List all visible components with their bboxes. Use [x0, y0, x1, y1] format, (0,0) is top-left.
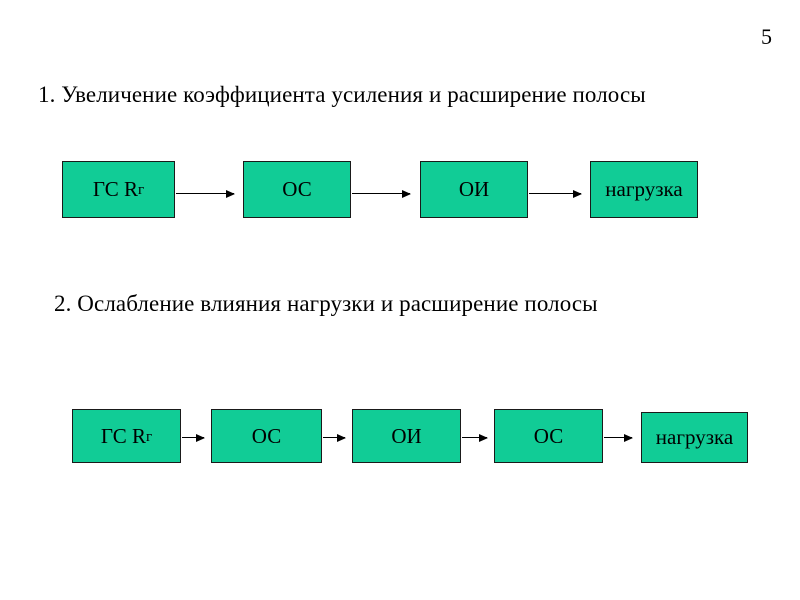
node-row1-oi[interactable]: ОИ	[420, 161, 528, 218]
node-label-subscript: г	[145, 428, 153, 445]
node-row1-os[interactable]: ОС	[243, 161, 351, 218]
node-row2-load[interactable]: нагрузка	[641, 412, 748, 463]
node-label: нагрузка	[655, 425, 734, 449]
arrow-right-icon-row1-1	[176, 189, 235, 198]
node-label: ОС	[251, 423, 282, 448]
arrow-right-icon-row1-3	[529, 189, 582, 198]
arrow-right-icon-row2-4	[604, 433, 633, 442]
node-label: ГС R	[92, 177, 138, 201]
node-row2-os-1[interactable]: ОС	[211, 409, 322, 463]
arrow-right-icon-row1-2	[352, 189, 411, 198]
node-label: ОС	[533, 423, 564, 448]
arrow-right-icon-row2-3	[462, 433, 488, 442]
node-label: ОИ	[458, 177, 490, 201]
node-row2-oi[interactable]: ОИ	[352, 409, 461, 463]
arrow-right-icon-row2-1	[182, 433, 205, 442]
node-label: ОИ	[391, 423, 422, 448]
arrow-right-icon-row2-2	[323, 433, 346, 442]
section-1-heading: 1. Увеличение коэффициента усиления и ра…	[38, 82, 646, 107]
page-number: 5	[761, 24, 772, 49]
node-label: ГС R	[100, 423, 146, 448]
node-row2-os-2[interactable]: ОС	[494, 409, 603, 463]
node-label: нагрузка	[605, 177, 683, 201]
section-2-heading: 2. Ослабление влияния нагрузки и расшире…	[54, 291, 598, 316]
node-label: ОС	[282, 177, 312, 201]
node-row1-load[interactable]: нагрузка	[590, 161, 698, 218]
node-label-subscript: г	[137, 182, 145, 198]
